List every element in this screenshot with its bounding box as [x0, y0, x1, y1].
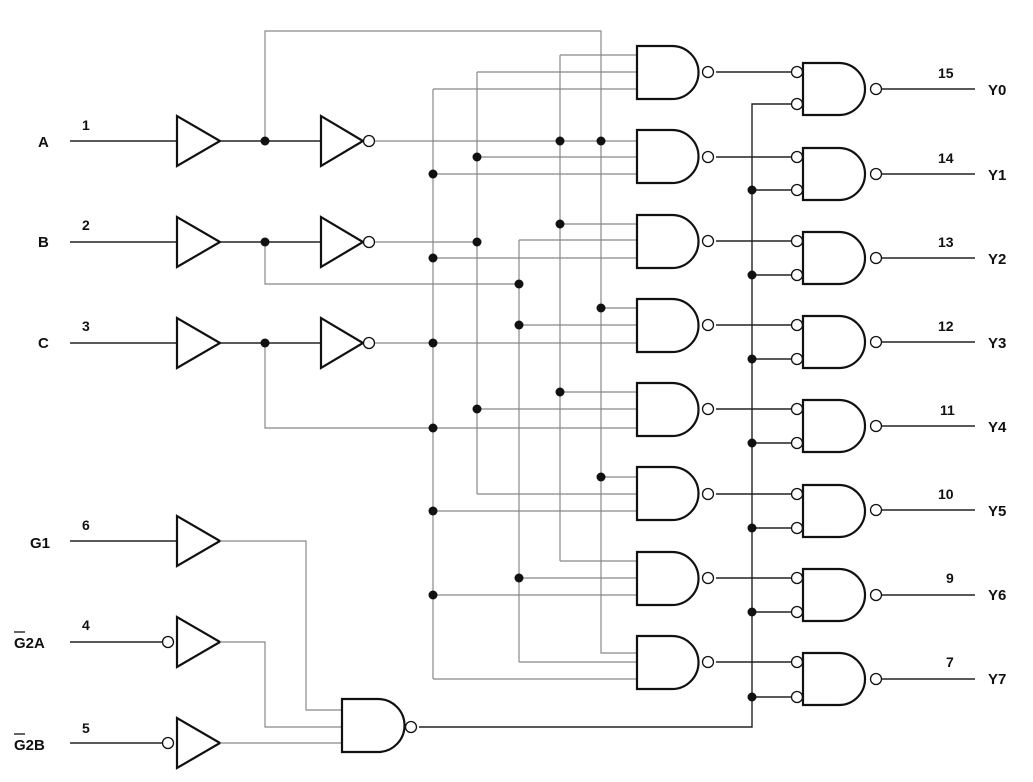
buffer-b [175, 215, 223, 269]
output-nand-y3 [790, 314, 883, 370]
pin-number-y4: 11 [940, 402, 955, 418]
output-label-y1: Y1 [988, 167, 1006, 184]
output-label-y5: Y5 [988, 503, 1006, 520]
decode-nand-6 [635, 550, 715, 607]
output-nand-y7 [790, 651, 883, 707]
decode-nand-5 [635, 465, 715, 522]
output-label-y0: Y0 [988, 82, 1006, 99]
input-label-g2b: G2B [14, 737, 45, 754]
enable-nand [340, 697, 418, 754]
pin-number-g1: 6 [82, 517, 90, 533]
pin-number-y1: 14 [938, 150, 954, 166]
output-nand-y0 [790, 61, 883, 117]
decode-nand-0 [635, 44, 715, 101]
buffer-g1 [175, 514, 223, 568]
junction-dots [260, 136, 757, 702]
input-label-g2a: G2A [14, 635, 45, 652]
output-nand-y6 [790, 567, 883, 623]
routing-wires [220, 30, 975, 744]
output-label-y4: Y4 [988, 419, 1007, 436]
pin-number-y5: 10 [938, 486, 954, 502]
buffer-a [175, 114, 223, 168]
inverter-bubble-a [362, 134, 376, 148]
pin-number-c: 3 [82, 318, 90, 334]
pin-number-y3: 12 [938, 318, 954, 334]
pin-number-y6: 9 [946, 570, 954, 586]
pin-number-a: 1 [82, 117, 90, 133]
decode-nand-4 [635, 381, 715, 438]
inverter-b [319, 215, 366, 269]
output-nand-y4 [790, 398, 883, 454]
input-label-g1: G1 [30, 535, 50, 552]
buffer-c [175, 316, 223, 370]
pin-number-y2: 13 [938, 234, 954, 250]
output-label-y3: Y3 [988, 335, 1006, 352]
pin-number-g2b: 5 [82, 720, 90, 736]
pin-number-y7: 7 [946, 654, 954, 670]
decode-nand-3 [635, 297, 715, 354]
input-label-c: C [38, 335, 49, 352]
output-label-y7: Y7 [988, 671, 1006, 688]
buffer-g2b [175, 716, 223, 770]
output-label-y2: Y2 [988, 251, 1006, 268]
inverter-bubble-c [362, 336, 376, 350]
inverter-a [319, 114, 366, 168]
decode-nand-1 [635, 128, 715, 185]
buffer-g2a [175, 615, 223, 669]
input-lines [70, 140, 177, 744]
inverter-bubble-g2a [161, 635, 175, 649]
decode-nand-7 [635, 634, 715, 691]
output-nand-y1 [790, 146, 883, 202]
output-nand-y5 [790, 483, 883, 539]
pin-number-b: 2 [82, 217, 90, 233]
inverter-bubble-g2b [161, 736, 175, 750]
decode-nand-2 [635, 213, 715, 270]
buffer-output-lines [220, 140, 321, 344]
inverter-bubble-b [362, 235, 376, 249]
input-label-b: B [38, 234, 49, 251]
inverter-c [319, 316, 366, 370]
pin-number-g2a: 4 [82, 617, 90, 633]
output-nand-y2 [790, 230, 883, 286]
pin-number-y0: 15 [938, 65, 954, 81]
input-label-a: A [38, 134, 49, 151]
output-label-y6: Y6 [988, 587, 1006, 604]
